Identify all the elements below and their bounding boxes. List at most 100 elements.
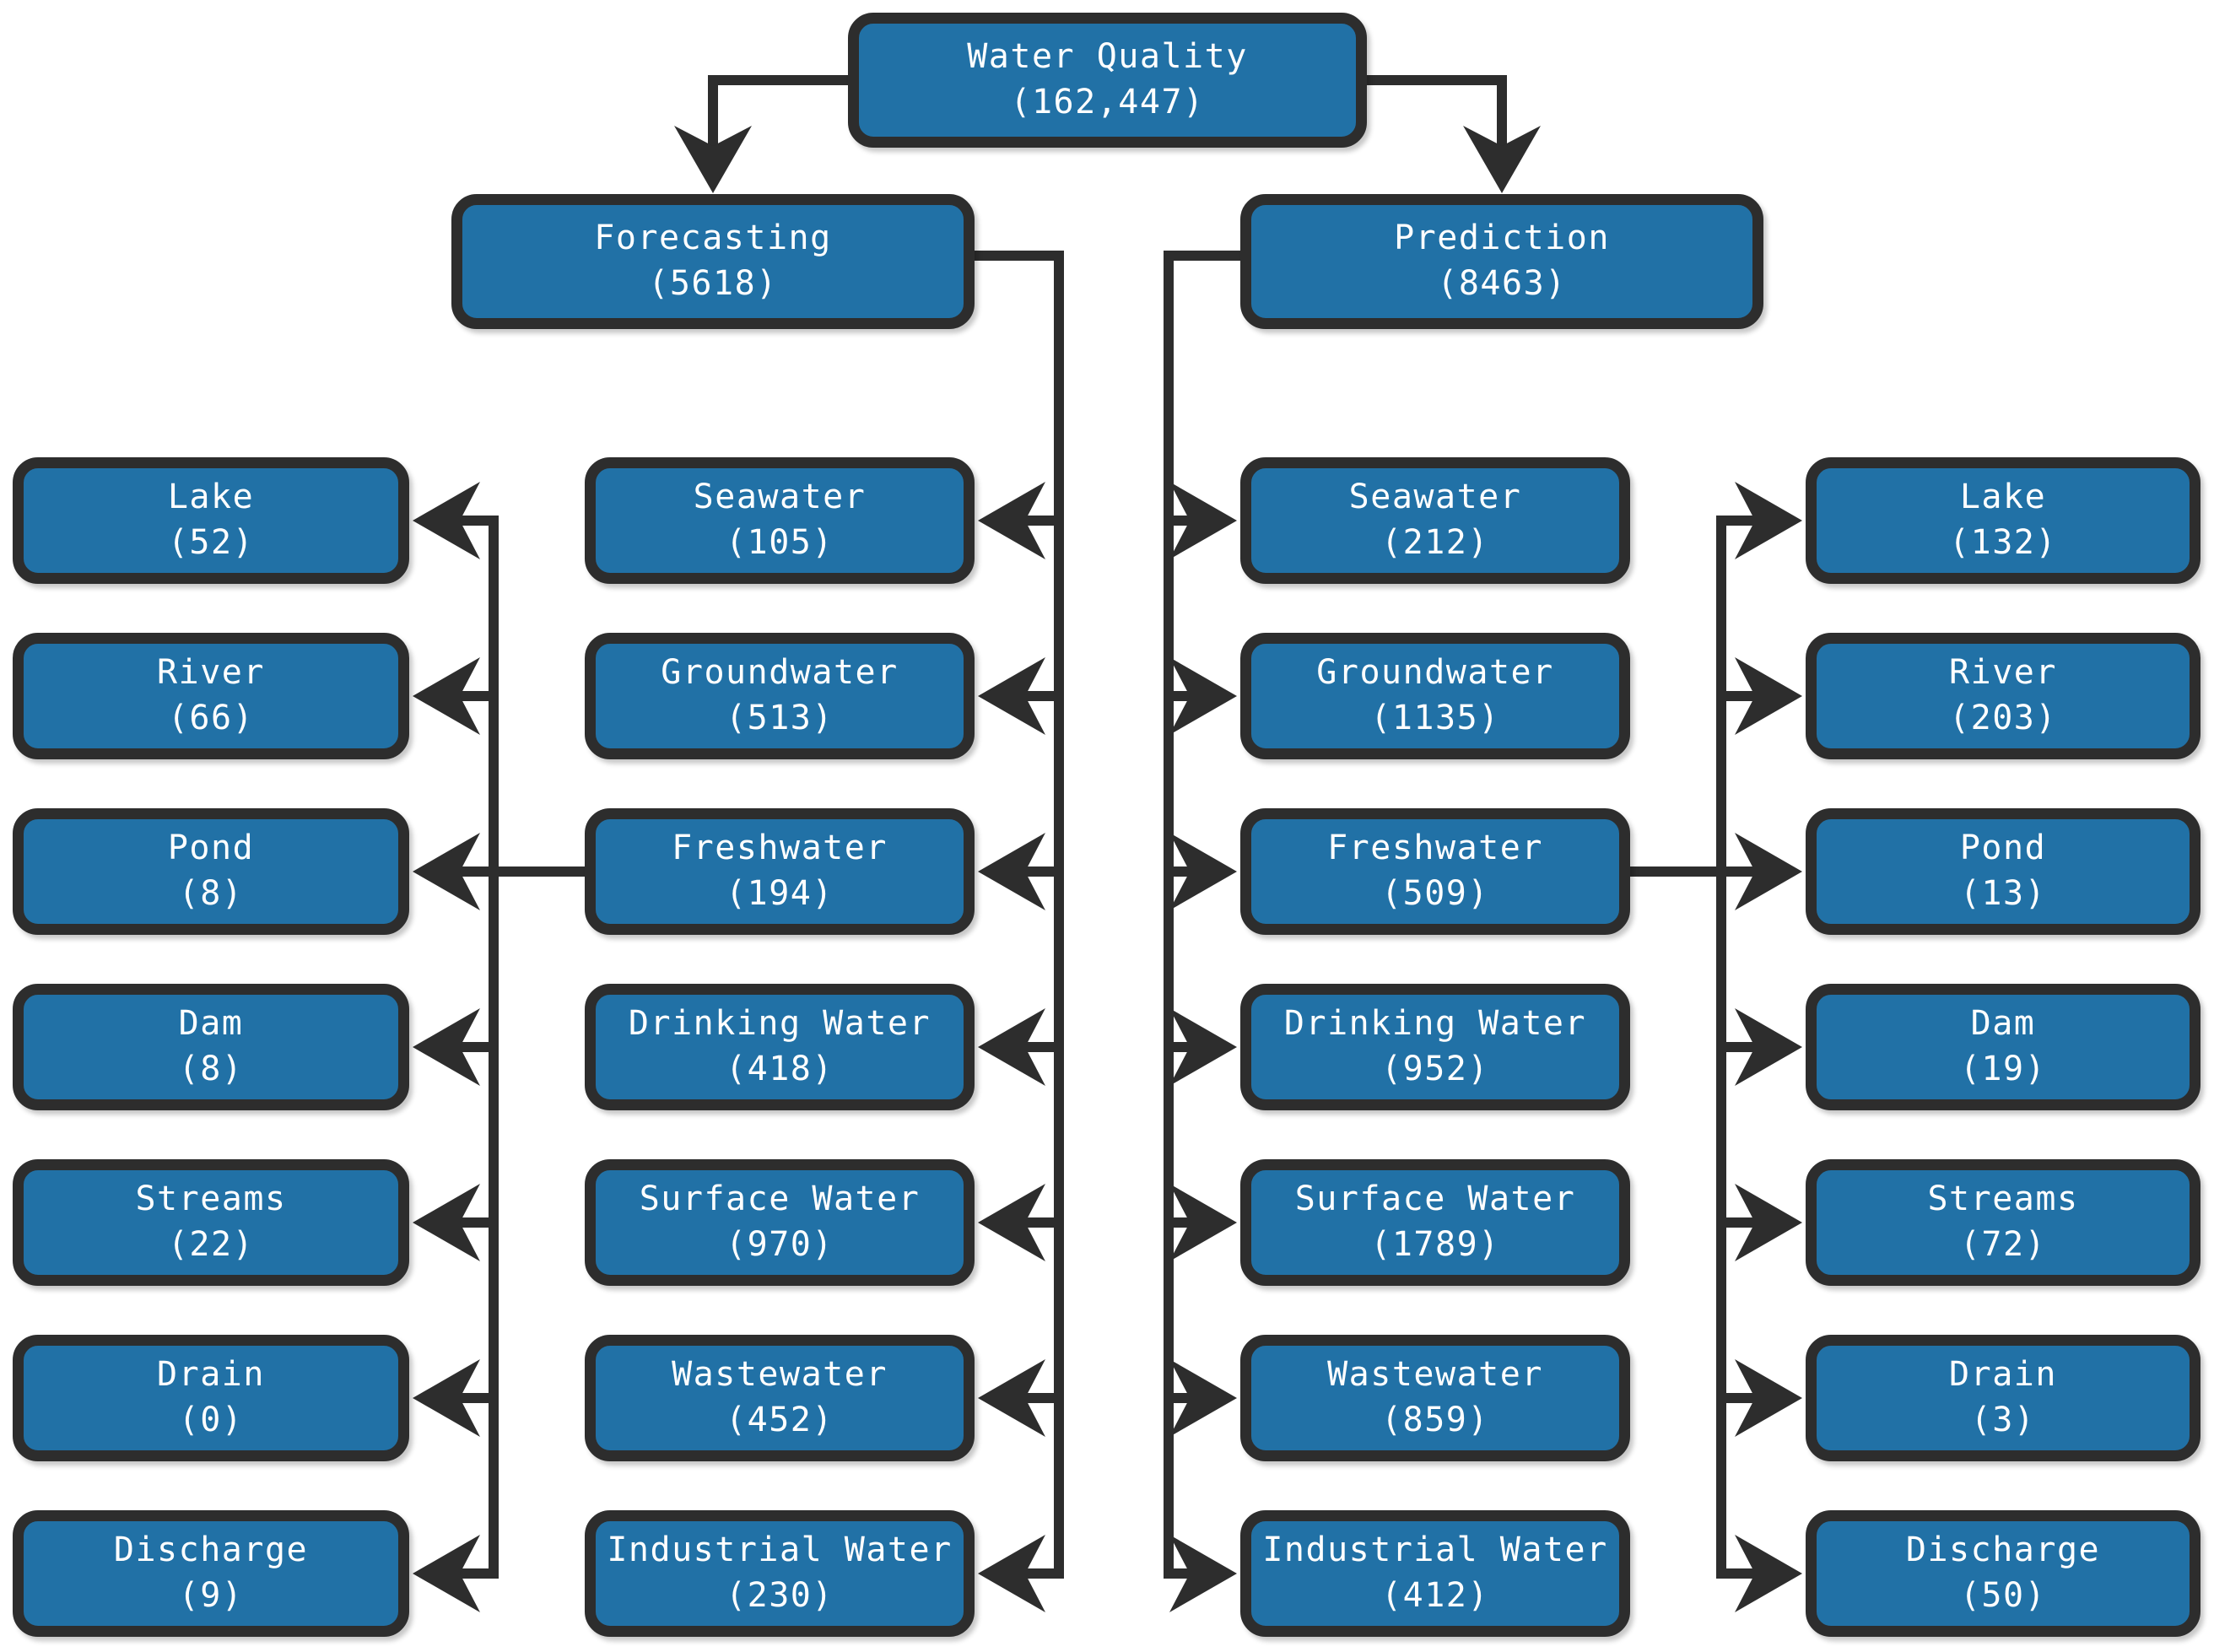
node-count: (0) [178, 1401, 244, 1439]
node-label: Groundwater [661, 653, 899, 693]
connector-line [708, 75, 848, 146]
node-count: (418) [726, 1050, 834, 1088]
node-label: Prediction [1394, 219, 1610, 258]
node-label: Drain [1949, 1355, 2057, 1395]
node-label: Water Quality [967, 37, 1248, 77]
node-forecasting-wastewater: Wastewater (452) [585, 1335, 975, 1461]
node-prediction-seawater: Seawater (212) [1240, 457, 1630, 584]
connector-line [975, 251, 1064, 1574]
node-prediction-drinking-water: Drinking Water (952) [1240, 984, 1630, 1110]
arrowhead-right [1735, 833, 1802, 910]
node-forecasting-drain: Drain (0) [13, 1335, 409, 1461]
node-forecasting: Forecasting (5618) [451, 194, 975, 329]
arrowhead-left [413, 833, 480, 910]
node-label: Pond [1959, 829, 2047, 868]
node-label: Streams [1927, 1180, 2079, 1219]
node-prediction-pond: Pond (13) [1806, 808, 2200, 935]
arrowhead-down [674, 126, 752, 193]
node-forecasting-seawater: Seawater (105) [585, 457, 975, 584]
node-prediction-groundwater: Groundwater (1135) [1240, 633, 1630, 759]
node-label: Lake [167, 478, 255, 517]
node-count: (509) [1381, 874, 1489, 913]
arrowhead-left [413, 657, 480, 735]
arrowhead-left [413, 1008, 480, 1086]
arrowhead-left [978, 657, 1045, 735]
node-count: (3) [1970, 1401, 2036, 1439]
node-forecasting-drinking-water: Drinking Water (418) [585, 984, 975, 1110]
node-prediction-surface-water: Surface Water (1789) [1240, 1159, 1630, 1286]
arrowhead-right [1169, 833, 1237, 910]
node-prediction-industrial-water: Industrial Water (412) [1240, 1510, 1630, 1637]
arrowhead-right [1735, 1184, 1802, 1261]
node-label: Surface Water [1294, 1180, 1576, 1219]
arrowhead-right [1735, 1535, 1802, 1612]
node-prediction-lake: Lake (132) [1806, 457, 2200, 584]
node-forecasting-discharge: Discharge (9) [13, 1510, 409, 1637]
arrowhead-right [1169, 1359, 1237, 1437]
node-label: River [157, 653, 265, 693]
arrowhead-left [978, 1184, 1045, 1261]
node-count: (8) [178, 1050, 244, 1088]
node-forecasting-groundwater: Groundwater (513) [585, 633, 975, 759]
node-label: Industrial Water [1262, 1531, 1608, 1570]
node-label: Discharge [1905, 1531, 2101, 1570]
node-count: (203) [1949, 699, 2057, 737]
arrowhead-right [1169, 1008, 1237, 1086]
connector-line [1367, 75, 1507, 146]
node-label: Dam [1970, 1004, 2036, 1044]
node-label: Wastewater [1327, 1355, 1543, 1395]
node-count: (52) [167, 523, 255, 562]
node-label: Groundwater [1316, 653, 1554, 693]
node-label: Pond [167, 829, 255, 868]
node-label: Surface Water [639, 1180, 921, 1219]
node-prediction-river: River (203) [1806, 633, 2200, 759]
node-label: Seawater [1348, 478, 1522, 517]
node-count: (66) [167, 699, 255, 737]
arrowhead-right [1735, 482, 1802, 559]
node-count: (8) [178, 874, 244, 913]
node-prediction-discharge: Discharge (50) [1806, 1510, 2200, 1637]
node-count: (5618) [648, 264, 778, 303]
node-count: (412) [1381, 1576, 1489, 1615]
arrowhead-left [978, 482, 1045, 559]
node-forecasting-industrial-water: Industrial Water (230) [585, 1510, 975, 1637]
node-count: (13) [1959, 874, 2047, 913]
arrowhead-left [978, 1359, 1045, 1437]
node-count: (194) [726, 874, 834, 913]
node-count: (9) [178, 1576, 244, 1615]
node-count: (162,447) [1010, 83, 1205, 121]
node-label: Drinking Water [1283, 1004, 1587, 1044]
node-label: Industrial Water [607, 1531, 953, 1570]
node-forecasting-surface-water: Surface Water (970) [585, 1159, 975, 1286]
arrowhead-left [413, 1359, 480, 1437]
node-forecasting-dam: Dam (8) [13, 984, 409, 1110]
arrowhead-left [978, 1008, 1045, 1086]
node-label: Lake [1959, 478, 2047, 517]
node-label: Streams [135, 1180, 287, 1219]
arrowhead-right [1169, 1184, 1237, 1261]
node-label: Discharge [113, 1531, 309, 1570]
arrowhead-left [978, 1535, 1045, 1612]
node-prediction-wastewater: Wastewater (859) [1240, 1335, 1630, 1461]
node-forecasting-streams: Streams (22) [13, 1159, 409, 1286]
node-count: (50) [1959, 1576, 2047, 1615]
arrowhead-left [413, 1535, 480, 1612]
node-count: (22) [167, 1225, 255, 1264]
node-count: (105) [726, 523, 834, 562]
node-count: (952) [1381, 1050, 1489, 1088]
node-label: Freshwater [672, 829, 888, 868]
node-count: (513) [726, 699, 834, 737]
node-label: Freshwater [1327, 829, 1543, 868]
arrowhead-left [413, 1184, 480, 1261]
node-label: River [1949, 653, 2057, 693]
arrowhead-down [1463, 126, 1541, 193]
node-label: Dam [178, 1004, 244, 1044]
node-count: (970) [726, 1225, 834, 1264]
node-count: (19) [1959, 1050, 2047, 1088]
node-prediction: Prediction (8463) [1240, 194, 1763, 329]
node-label: Seawater [693, 478, 867, 517]
arrowhead-right [1169, 657, 1237, 735]
node-label: Drinking Water [628, 1004, 932, 1044]
